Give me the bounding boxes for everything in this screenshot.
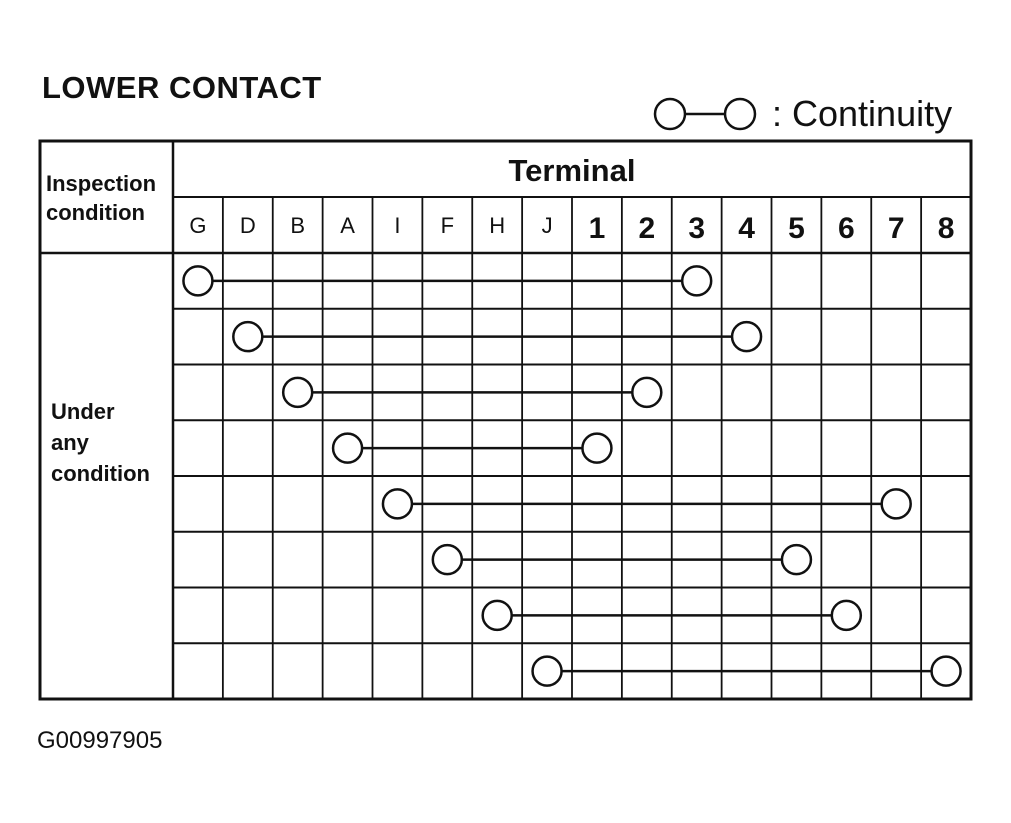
continuity-node-8 (930, 655, 962, 687)
continuity-node-J (531, 655, 563, 687)
terminal-label-7: 7 (888, 212, 905, 245)
legend-text: : Continuity (772, 93, 953, 134)
terminal-label-D: D (240, 213, 256, 238)
terminal-label-B: B (290, 213, 305, 238)
inspection-condition-label: Inspection (46, 171, 156, 196)
continuity-node-F (431, 543, 464, 576)
continuity-node-7 (880, 488, 912, 520)
continuity-node-A (331, 432, 364, 464)
continuity-symbol-icon (653, 97, 757, 131)
condition-label: Under (51, 399, 115, 424)
page-title: LOWER CONTACT (42, 70, 322, 105)
condition-label: condition (51, 461, 150, 486)
continuity-node-1 (581, 432, 613, 464)
continuity-node-B (281, 376, 314, 409)
terminal-label-5: 5 (788, 212, 805, 245)
terminal-label-A: A (340, 213, 355, 238)
terminal-label-H: H (489, 213, 505, 238)
continuity-node-2 (631, 376, 663, 409)
continuity-node-4 (730, 320, 763, 353)
continuity-node-6 (830, 599, 863, 632)
terminal-label-3: 3 (688, 212, 705, 245)
continuity-node-G (182, 265, 214, 297)
continuity-node-3 (680, 265, 713, 297)
continuity-legend: : Continuity (652, 93, 953, 134)
inspection-condition-label: condition (46, 200, 145, 225)
terminal-label-6: 6 (838, 212, 855, 245)
terminal-label-I: I (394, 213, 400, 238)
terminal-header: Terminal (509, 153, 636, 188)
continuity-node-I (381, 488, 414, 520)
continuity-node-5 (780, 543, 813, 576)
continuity-node-D (232, 320, 264, 353)
terminal-label-J: J (542, 213, 553, 238)
terminal-label-8: 8 (938, 212, 955, 245)
terminal-label-4: 4 (738, 212, 755, 245)
terminal-label-2: 2 (638, 212, 655, 245)
continuity-node-H (481, 599, 513, 632)
terminal-label-G: G (189, 213, 206, 238)
condition-label: any (51, 430, 90, 455)
terminal-label-1: 1 (589, 212, 606, 245)
terminal-label-F: F (441, 213, 454, 238)
figure-id: G00997905 (37, 727, 163, 754)
